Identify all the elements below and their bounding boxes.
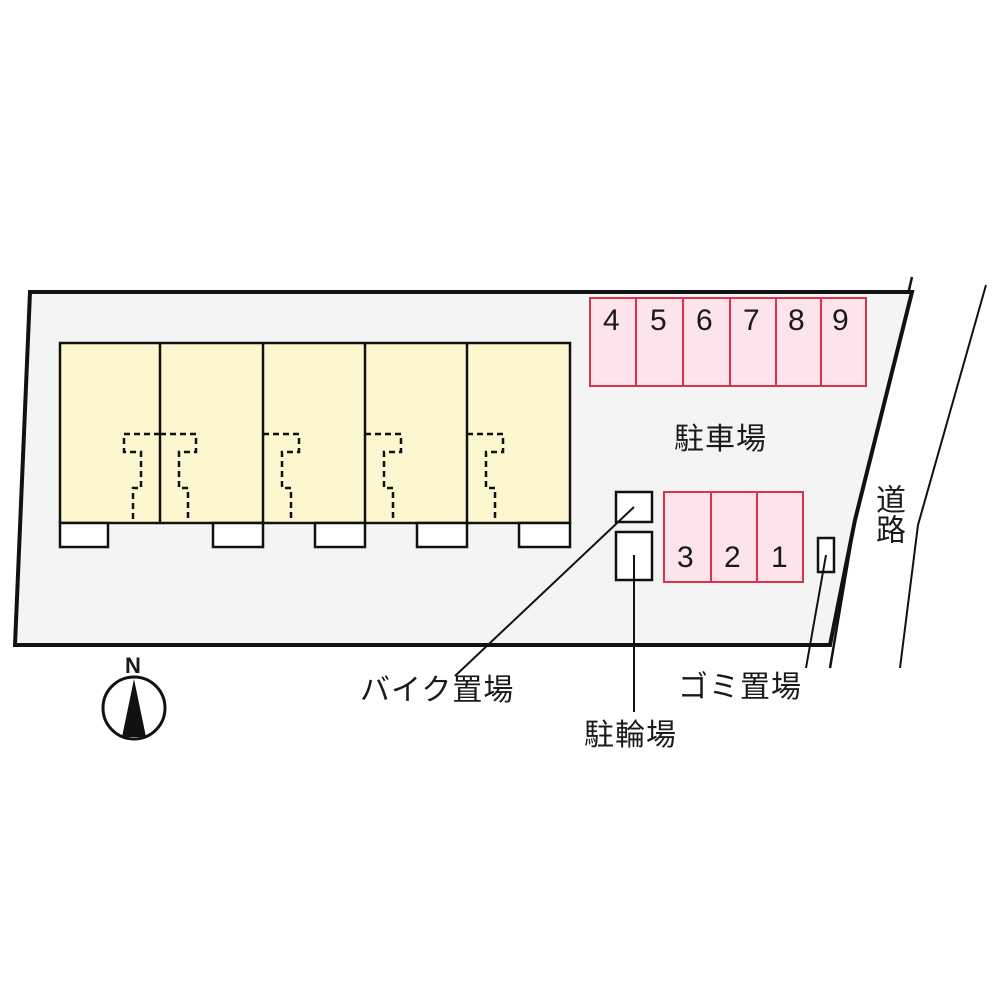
parking-number-5: 5	[650, 304, 667, 337]
garbage-leader-line	[805, 554, 827, 669]
parking-space-3	[663, 491, 712, 583]
entrance-step	[415, 521, 469, 549]
bike-leader-line	[454, 506, 635, 677]
parking-bottom-row	[663, 491, 804, 583]
compass	[101, 675, 167, 741]
parking-number-8: 8	[788, 304, 805, 337]
parking-space-6	[682, 297, 731, 387]
parking-number-2: 2	[724, 541, 741, 574]
parking-space-7	[729, 297, 777, 387]
parking-space-8	[775, 297, 822, 387]
parking-lot-label: 駐車場	[674, 422, 767, 457]
parking-space-9	[820, 297, 867, 387]
parking-number-9: 9	[832, 304, 849, 337]
parking-space-5	[635, 297, 684, 387]
entrance-step	[313, 521, 367, 549]
garbage-area-label: ゴミ置場	[678, 670, 802, 705]
parking-number-6: 6	[696, 304, 713, 337]
entrance-step	[58, 521, 110, 549]
bike-parking-label: バイク置場	[360, 673, 515, 708]
parking-top-row	[589, 297, 867, 387]
parking-number-4: 4	[603, 304, 620, 337]
compass-north-label: N	[125, 653, 141, 678]
apartment-building	[58, 341, 572, 549]
north-arrow-icon	[122, 679, 146, 737]
bicycle-parking-label: 駐輪場	[584, 718, 677, 753]
road-label: 道路	[870, 484, 905, 544]
entrance-step	[211, 521, 265, 549]
entrance-step	[517, 521, 572, 549]
parking-number-7: 7	[743, 304, 760, 337]
parking-space-1	[756, 491, 804, 583]
parking-number-1: 1	[771, 541, 788, 574]
parking-number-3: 3	[677, 541, 694, 574]
